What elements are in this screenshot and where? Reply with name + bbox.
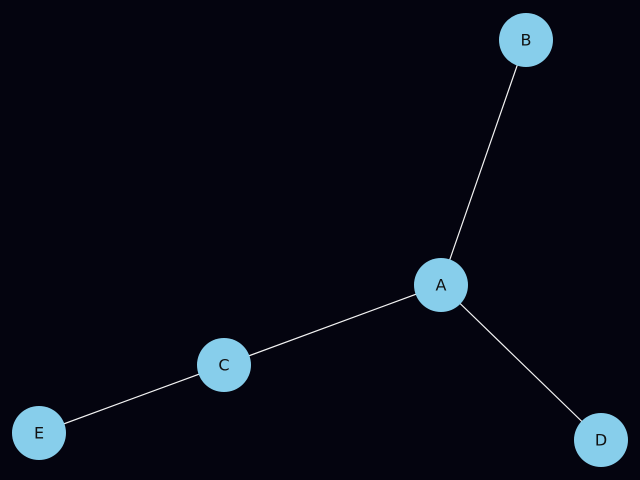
node-label: B	[521, 31, 532, 50]
edge-a-d	[440, 284, 602, 441]
node-label: C	[218, 356, 229, 375]
node-a: A	[414, 258, 468, 312]
node-c: C	[197, 338, 251, 392]
node-circle	[414, 258, 468, 312]
node-circle	[574, 413, 628, 467]
edge-a-c	[223, 284, 442, 366]
node-layer: A B C D E	[12, 13, 628, 467]
node-label: E	[34, 424, 44, 443]
edge-c-e	[38, 364, 225, 434]
node-d: D	[574, 413, 628, 467]
edge-layer	[38, 39, 602, 441]
node-b: B	[499, 13, 553, 67]
node-circle	[197, 338, 251, 392]
edge-a-b	[440, 39, 527, 286]
node-label: D	[595, 431, 607, 450]
node-label: A	[436, 276, 447, 295]
node-circle	[499, 13, 553, 67]
node-circle	[12, 406, 66, 460]
node-e: E	[12, 406, 66, 460]
